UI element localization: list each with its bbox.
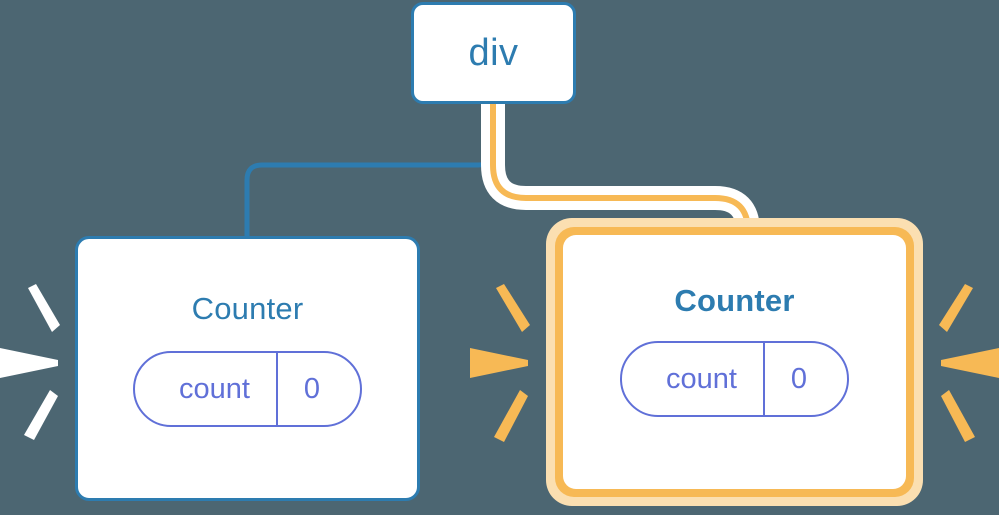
counter-left-prop-pill: count 0 xyxy=(132,351,363,427)
counter-right-title: Counter xyxy=(674,283,795,318)
node-div[interactable]: div xyxy=(411,2,576,104)
node-counter-right[interactable]: Counter count 0 xyxy=(563,235,906,489)
counter-right-prop-value: 0 xyxy=(790,362,808,395)
counter-left-prop-value: 0 xyxy=(303,372,321,405)
ray-orange-top-right xyxy=(939,284,973,332)
wire-to-counter-left xyxy=(244,104,496,238)
counter-left-prop-value-cell: 0 xyxy=(278,353,360,425)
node-counter-left[interactable]: Counter count 0 xyxy=(75,236,420,501)
ray-orange-top-left xyxy=(496,284,530,332)
rays-counter-left-white xyxy=(0,284,60,440)
counter-left-title: Counter xyxy=(191,291,304,326)
ray-orange-bottom-right xyxy=(941,390,975,442)
node-div-label: div xyxy=(468,32,519,74)
counter-right-prop-pill: count 0 xyxy=(619,341,850,417)
ray-white-middle xyxy=(0,348,58,378)
ray-orange-middle-right xyxy=(941,348,999,378)
ray-white-bottom xyxy=(24,390,58,440)
counter-right-highlight-halo: Counter count 0 xyxy=(546,218,923,506)
ray-white-top xyxy=(28,284,60,332)
ray-orange-bottom-left xyxy=(494,390,528,442)
counter-right-prop-key-cell: count xyxy=(622,343,765,415)
counter-right-prop-key: count xyxy=(665,362,737,395)
counter-right-prop-value-cell: 0 xyxy=(765,343,847,415)
counter-left-prop-key-cell: count xyxy=(135,353,278,425)
counter-right-highlight-ring: Counter count 0 xyxy=(555,227,914,497)
rays-counter-right-left-orange xyxy=(470,284,530,442)
rays-counter-right-right-orange xyxy=(939,284,999,442)
ray-orange-middle-left xyxy=(470,348,528,378)
counter-left-prop-key: count xyxy=(178,372,250,405)
